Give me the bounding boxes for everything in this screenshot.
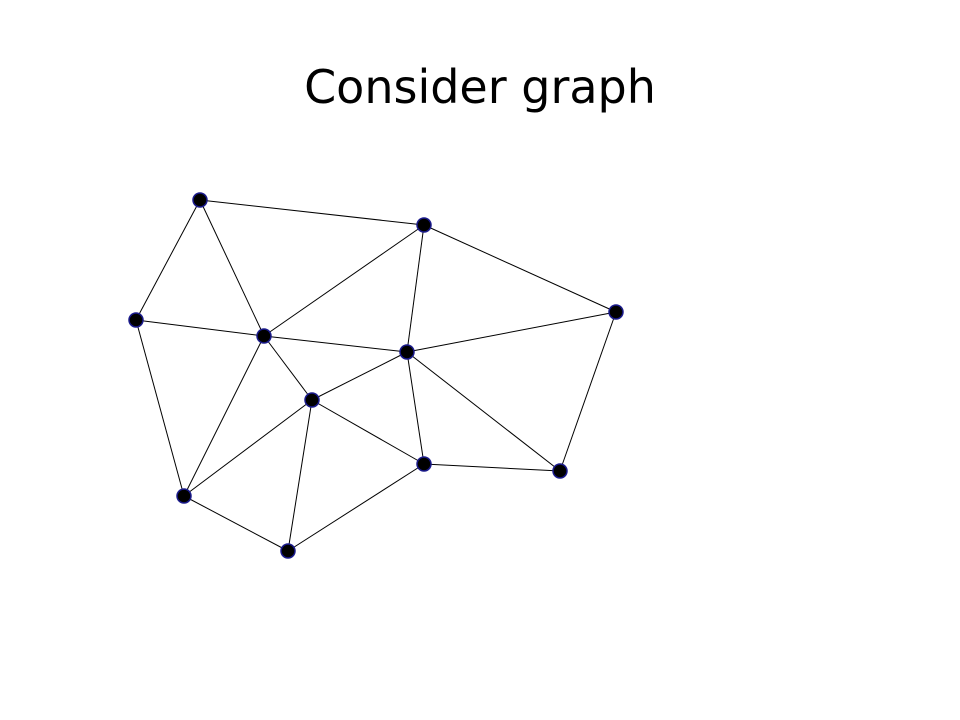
graph-node	[304, 392, 320, 408]
slide-title: Consider graph	[304, 60, 656, 114]
graph-node	[280, 543, 296, 559]
graph-edge	[423, 463, 561, 472]
graph-edge	[263, 224, 425, 337]
graph-edge	[263, 335, 313, 401]
graph-node	[416, 217, 432, 233]
graph-node	[128, 312, 144, 328]
graph-edge	[263, 335, 408, 353]
graph-node	[176, 488, 192, 504]
graph-edge	[135, 199, 201, 321]
graph-node	[416, 456, 432, 472]
graph-edge	[135, 319, 265, 337]
graph-edge	[135, 319, 185, 497]
graph-edge	[311, 351, 408, 401]
graph-node	[608, 304, 624, 320]
graph-nodes	[128, 192, 624, 559]
graph-edge	[183, 495, 289, 552]
graph-edge	[423, 224, 617, 313]
graph-node	[256, 328, 272, 344]
graph-node	[399, 344, 415, 360]
graph-edge	[311, 399, 425, 465]
graph-node	[192, 192, 208, 208]
graph-edge	[199, 199, 265, 337]
graph-edge	[559, 311, 617, 472]
graph-edge	[406, 351, 561, 472]
graph-edge	[183, 335, 265, 497]
graph-edges	[135, 199, 617, 552]
graph-edge	[406, 224, 425, 353]
graph-node	[552, 463, 568, 479]
graph-edge	[406, 351, 425, 465]
graph-edge	[183, 399, 313, 497]
graph-edge	[287, 463, 425, 552]
graph-edge	[406, 311, 617, 353]
graph-edge	[199, 199, 425, 226]
graph-edge	[287, 399, 313, 552]
